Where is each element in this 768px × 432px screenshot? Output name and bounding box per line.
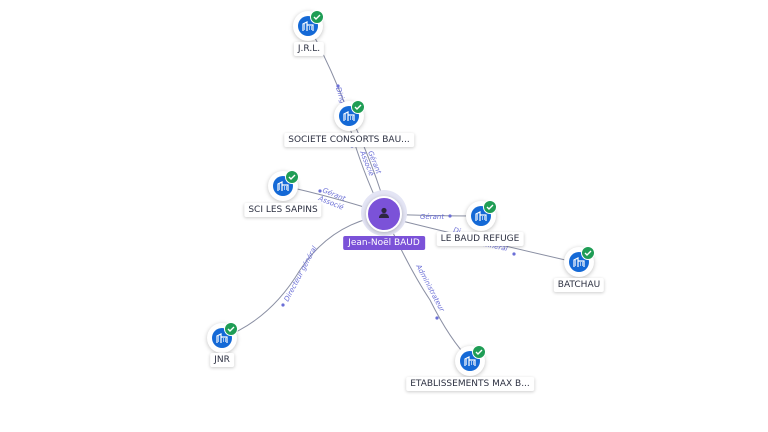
arrow-refuge [448, 214, 452, 218]
person-label[interactable]: Jean-Noël BAUD [343, 236, 425, 250]
building-icon [573, 257, 585, 267]
edge-label-jnr: Directeur général [283, 245, 319, 303]
building-icon [343, 111, 355, 121]
check-icon [581, 246, 595, 260]
building-icon [302, 21, 314, 31]
arrow-maxb [435, 316, 439, 320]
building-icon [464, 356, 476, 366]
arrow-jnr [281, 303, 285, 307]
edge-label-refuge-2: Di... [453, 226, 468, 237]
company-label-batchau[interactable]: BATCHAU [553, 278, 605, 292]
arrow-sapins [318, 189, 322, 193]
check-icon [472, 345, 486, 359]
arrow-batchau [512, 252, 516, 256]
edge-label-maxb: Administrateur [414, 262, 447, 314]
edge-label-refuge: Gérant [420, 213, 444, 221]
check-icon [285, 170, 299, 184]
company-label-jnr[interactable]: JNR [210, 353, 234, 367]
company-label-sapins[interactable]: SCI LES SAPINS [244, 203, 322, 217]
check-icon [224, 322, 238, 336]
check-icon [310, 10, 324, 24]
building-icon [475, 211, 487, 221]
check-icon [351, 100, 365, 114]
company-label-consorts[interactable]: SOCIETE CONSORTS BAU... [284, 133, 414, 147]
building-icon [277, 181, 289, 191]
arrow-jrl [336, 84, 340, 88]
company-label-refuge[interactable]: LE BAUD REFUGE [436, 232, 524, 246]
edge-jnr [221, 215, 381, 339]
check-icon [483, 200, 497, 214]
company-label-maxb[interactable]: ETABLISSEMENTS MAX B... [406, 377, 534, 391]
person-node[interactable] [366, 196, 402, 232]
building-icon [216, 333, 228, 343]
person-icon [379, 207, 389, 218]
company-label-jrl[interactable]: J.R.L. [293, 42, 325, 56]
